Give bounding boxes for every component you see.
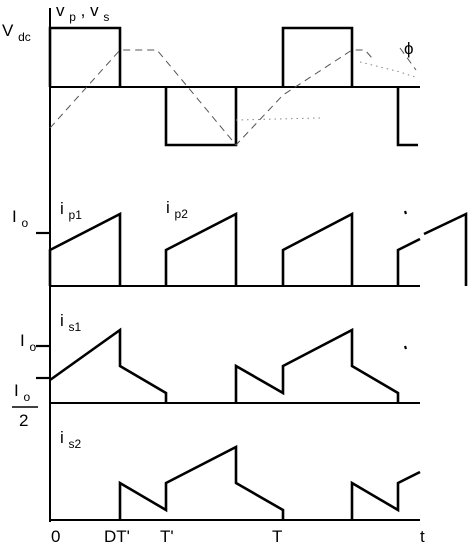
- dotted-trace: [235, 61, 419, 121]
- io2-main: I: [20, 331, 25, 350]
- ip1-main: i: [60, 199, 64, 218]
- vp-v: v: [56, 1, 65, 20]
- io-sub: o: [21, 216, 28, 230]
- io-half-denominator: 2: [19, 411, 28, 430]
- is1-main: i: [60, 311, 64, 330]
- io-half-sub: o: [23, 390, 30, 404]
- vs-sub: s: [103, 10, 109, 24]
- vdc-sub: dc: [18, 30, 31, 44]
- ip2-sub: p2: [175, 207, 189, 221]
- io-half-numerator: I o: [14, 381, 30, 404]
- io-half-main: I: [14, 381, 19, 400]
- vdc-label: V dc: [2, 21, 31, 44]
- is2-current-wave: [118, 444, 421, 520]
- stray-mark-2: [403, 345, 408, 350]
- ip2-label: i p2: [166, 198, 188, 221]
- ip-current-tail: [423, 211, 468, 286]
- ip1-label: i p1: [60, 199, 82, 222]
- dashed-short-segment: [399, 47, 417, 71]
- io-label-2: I o: [20, 331, 36, 354]
- is1-label: i s1: [60, 311, 82, 334]
- time-axis-label-t: t: [420, 527, 425, 546]
- ip1-sub: p1: [69, 208, 83, 222]
- stray-mark: [403, 210, 408, 215]
- is2-main: i: [60, 428, 64, 447]
- io2-sub: o: [29, 340, 36, 354]
- voltage-square-wave: [48, 26, 418, 147]
- phi-label: ϕ: [404, 39, 414, 58]
- time-tick-t-prime: T': [160, 527, 174, 546]
- ip-current-wave: [48, 211, 421, 286]
- is2-sub: s2: [69, 437, 82, 451]
- ip2-main: i: [166, 198, 170, 217]
- time-tick-0: 0: [51, 527, 60, 546]
- io-main: I: [12, 207, 17, 226]
- is2-label: i s2: [60, 428, 82, 451]
- time-tick-t: T: [272, 527, 282, 546]
- vp-sub: p: [69, 10, 76, 24]
- vp-vs-label: v p , v s: [56, 1, 109, 25]
- io-label: I o: [12, 207, 28, 230]
- time-tick-dt-prime: DT': [104, 527, 130, 546]
- is1-sub: s1: [69, 320, 82, 334]
- vdc-main: V: [2, 21, 14, 40]
- vs-v: , v: [81, 1, 99, 20]
- is1-current-wave: [49, 327, 400, 403]
- dashed-triangle-wave: [49, 49, 373, 146]
